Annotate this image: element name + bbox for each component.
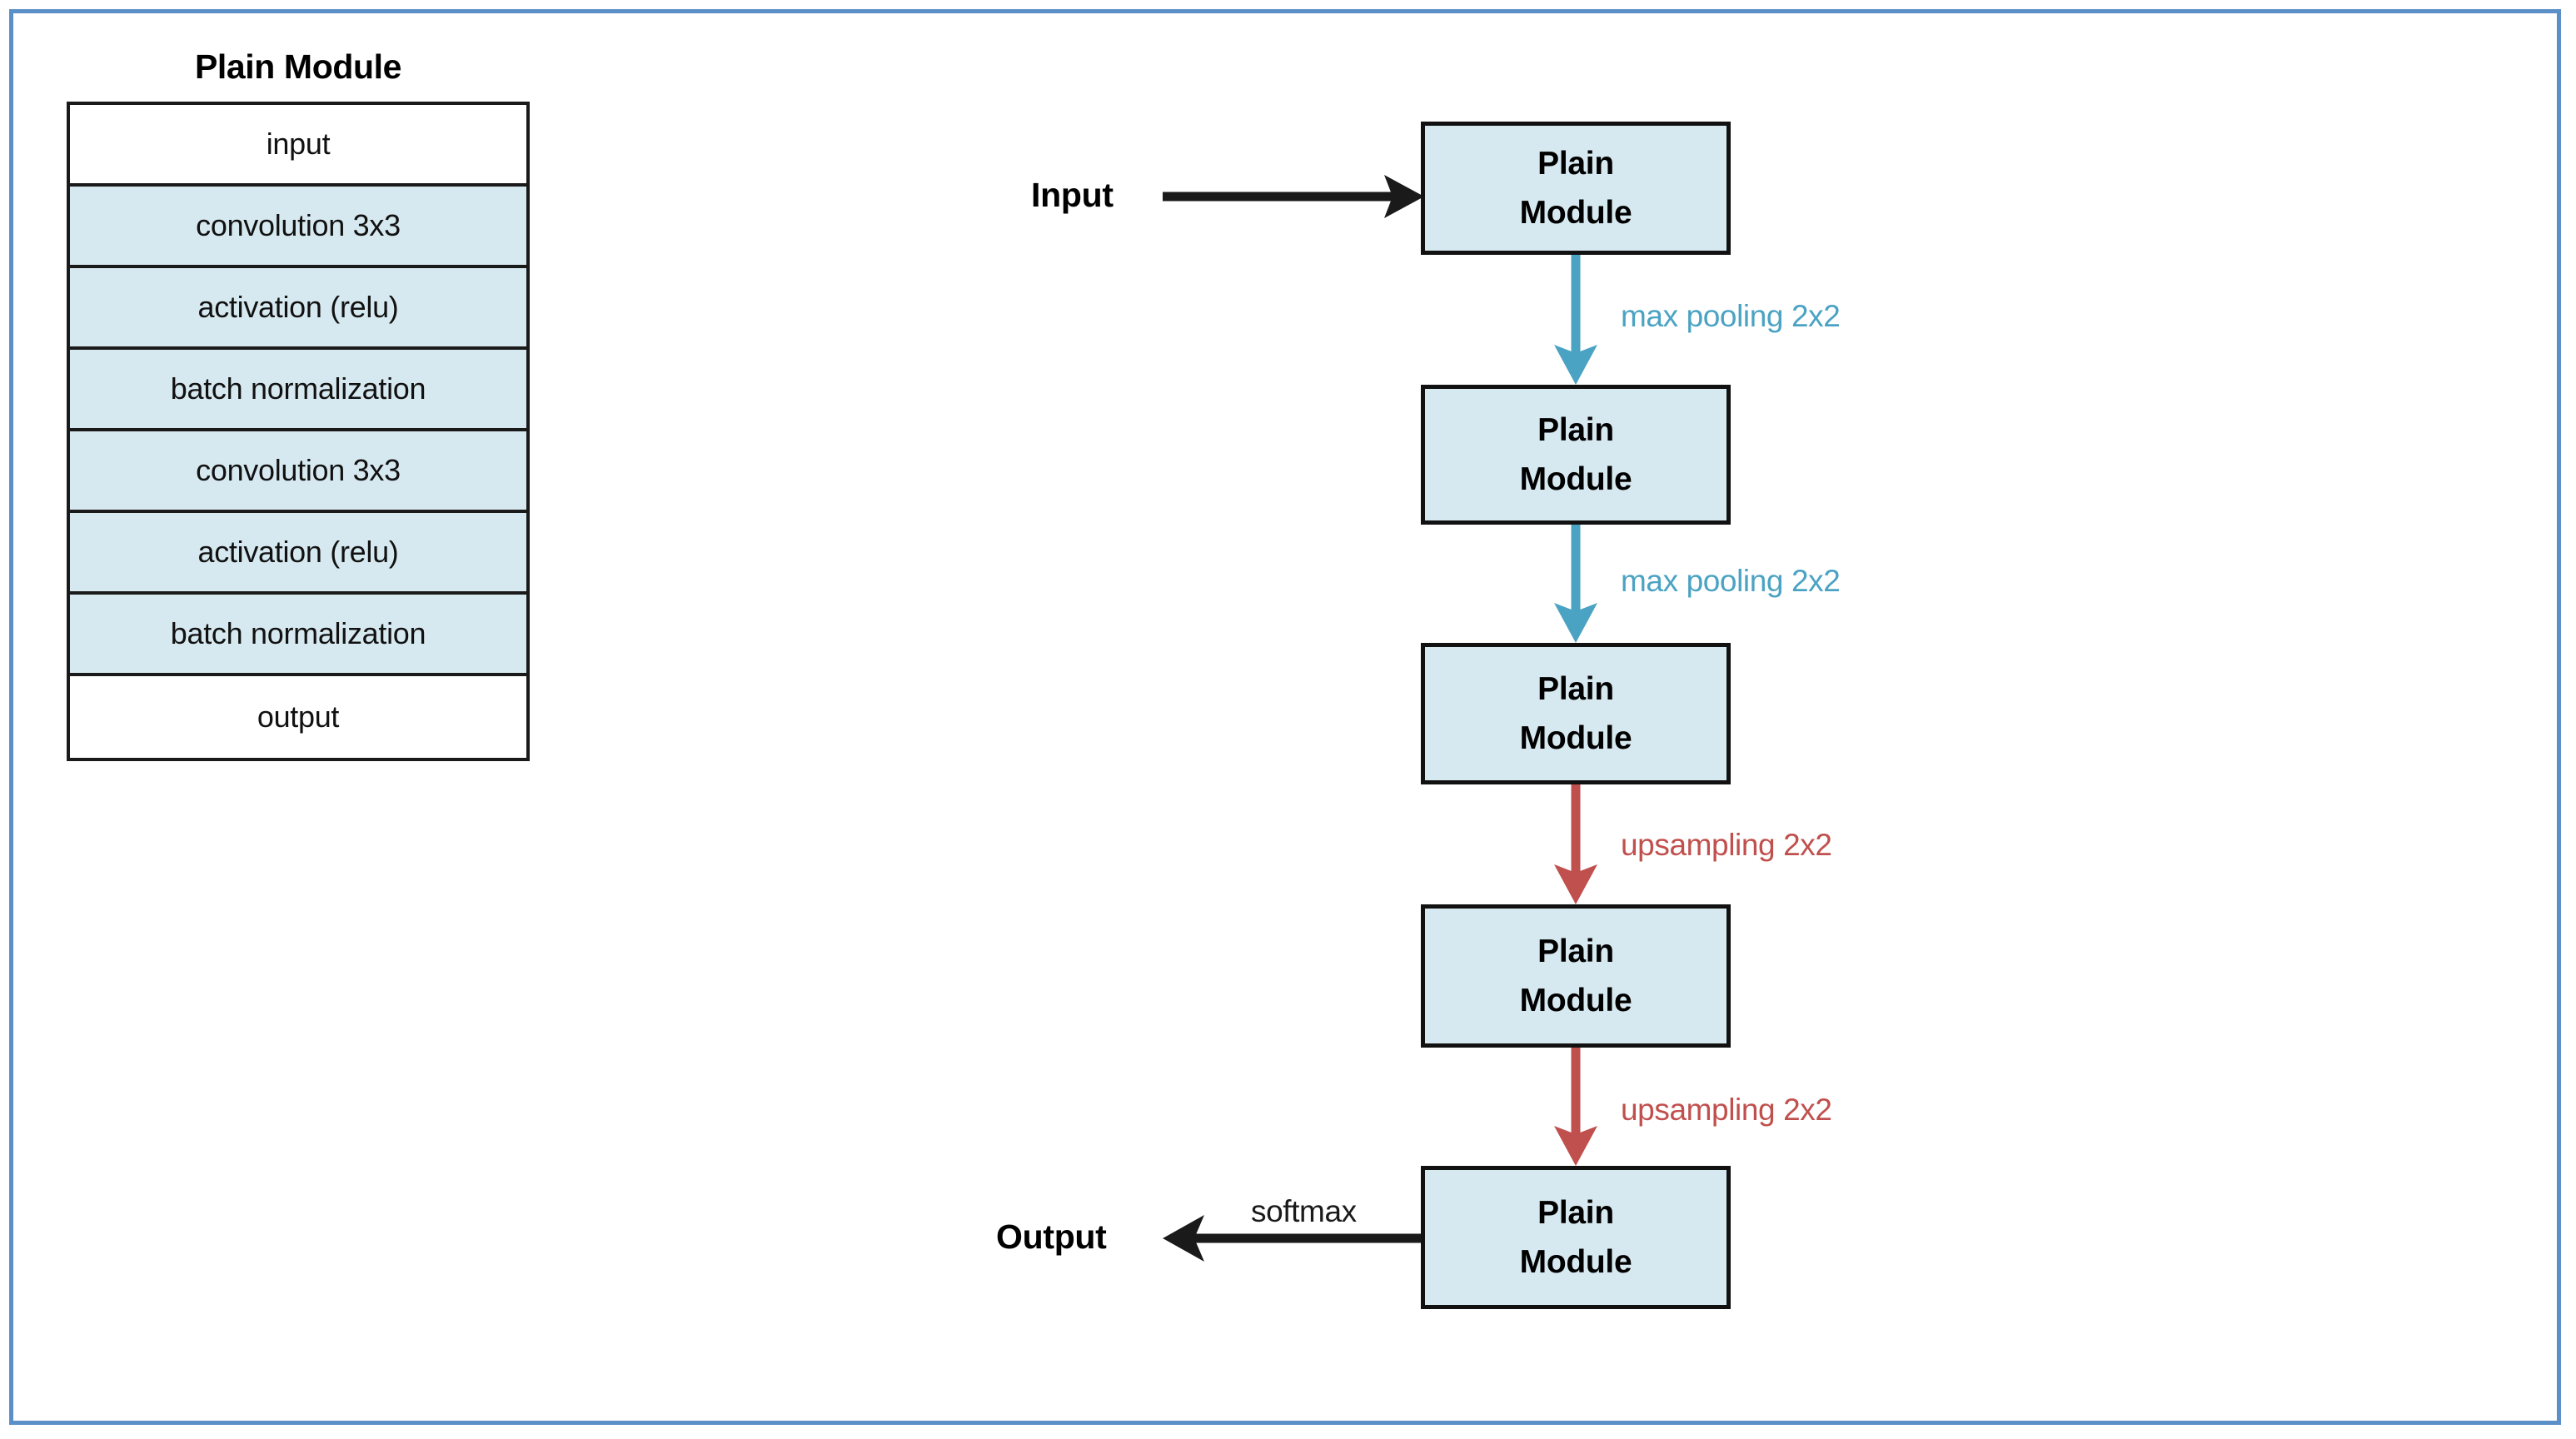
- module-box-3[interactable]: Plain Module: [1421, 643, 1731, 784]
- edge-label-maxpool-1: max pooling 2x2: [1621, 299, 1841, 333]
- plain-module-legend: Plain Module input convolution 3x3 activ…: [67, 50, 530, 761]
- module-box-1[interactable]: Plain Module: [1421, 122, 1731, 255]
- output-arrow: [1163, 1215, 1421, 1262]
- upsample-arrow-2: [1554, 1048, 1597, 1166]
- input-arrow: [1163, 175, 1424, 218]
- input-label: Input: [1031, 176, 1114, 214]
- legend-row-batchnorm-2: batch normalization: [70, 595, 526, 676]
- module-box-4-line2: Module: [1519, 983, 1632, 1018]
- edge-label-softmax: softmax: [1251, 1194, 1357, 1228]
- legend-title: Plain Module: [194, 47, 402, 86]
- maxpool-arrow-2: [1554, 525, 1597, 643]
- maxpool-arrow-1: [1554, 255, 1597, 385]
- module-box-2-line1: Plain: [1537, 411, 1614, 448]
- module-box-5-line1: Plain: [1537, 1194, 1614, 1231]
- legend-row-batchnorm-1: batch normalization: [70, 350, 526, 431]
- module-box-4-line1: Plain: [1537, 933, 1614, 969]
- module-box-3-line1: Plain: [1537, 670, 1614, 707]
- legend-row-conv-2: convolution 3x3: [70, 431, 526, 513]
- legend-row-conv-1: convolution 3x3: [70, 187, 526, 268]
- edge-label-upsample-2: upsampling 2x2: [1621, 1093, 1832, 1127]
- module-box-5-line2: Module: [1519, 1244, 1632, 1280]
- module-box-1-line1: Plain: [1537, 145, 1614, 182]
- legend-table: input convolution 3x3 activation (relu) …: [67, 102, 530, 761]
- legend-row-output: output: [70, 676, 526, 758]
- module-box-2[interactable]: Plain Module: [1421, 385, 1731, 525]
- legend-row-relu-2: activation (relu): [70, 513, 526, 595]
- upsample-arrow-1: [1554, 784, 1597, 904]
- module-box-5[interactable]: Plain Module: [1421, 1166, 1731, 1309]
- module-box-1-line2: Module: [1519, 195, 1632, 231]
- module-box-2-line2: Module: [1519, 461, 1632, 497]
- module-box-4[interactable]: Plain Module: [1421, 904, 1731, 1048]
- legend-row-input: input: [70, 105, 526, 187]
- edge-label-upsample-1: upsampling 2x2: [1621, 828, 1832, 862]
- output-label: Output: [996, 1217, 1107, 1256]
- edge-label-maxpool-2: max pooling 2x2: [1621, 564, 1841, 598]
- module-box-3-line2: Module: [1519, 720, 1632, 756]
- legend-row-relu-1: activation (relu): [70, 268, 526, 350]
